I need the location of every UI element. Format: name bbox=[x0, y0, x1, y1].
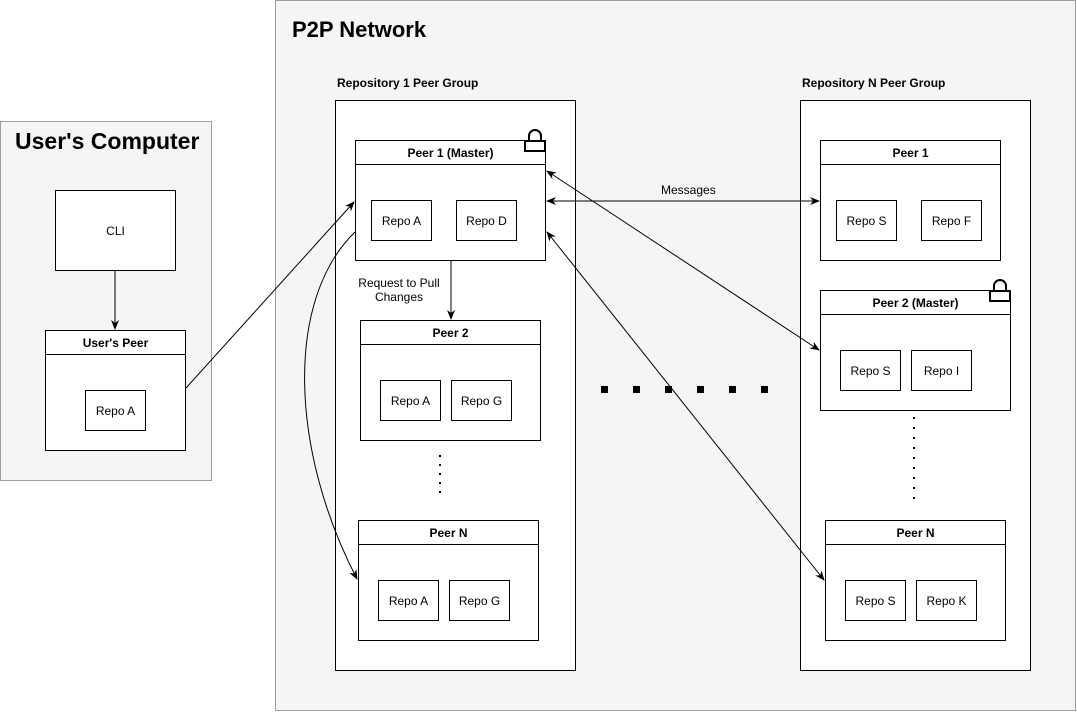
groupN-peer2-title: Peer 2 (Master) bbox=[821, 291, 1010, 315]
repo-box[interactable]: Repo D bbox=[456, 200, 517, 241]
request-pull-label: Request to Pull Changes bbox=[354, 276, 444, 304]
repo-box[interactable]: Repo S bbox=[845, 580, 906, 621]
repo-box[interactable]: Repo I bbox=[911, 350, 972, 391]
repo-box[interactable]: Repo A bbox=[378, 580, 439, 621]
group1-peer2[interactable]: Peer 2 Repo A Repo G bbox=[360, 320, 541, 441]
repo-box[interactable]: Repo A bbox=[371, 200, 432, 241]
users-computer-title: User's Computer bbox=[15, 128, 200, 154]
groupN-peerN[interactable]: Peer N Repo S Repo K bbox=[825, 520, 1006, 641]
group1-peerN[interactable]: Peer N Repo A Repo G bbox=[358, 520, 539, 641]
groupN-peer2[interactable]: Peer 2 (Master) Repo S Repo I bbox=[820, 290, 1011, 411]
cli-box[interactable]: CLI bbox=[55, 190, 176, 271]
repo-box[interactable]: Repo S bbox=[836, 200, 897, 241]
repo-box[interactable]: Repo F bbox=[921, 200, 982, 241]
groupN-label: Repository N Peer Group bbox=[802, 76, 946, 90]
group1-peer1[interactable]: Peer 1 (Master) Repo A Repo D bbox=[355, 140, 546, 261]
group1-peer1-title: Peer 1 (Master) bbox=[356, 141, 545, 165]
repo-box[interactable]: Repo G bbox=[451, 380, 512, 421]
messages-label: Messages bbox=[661, 183, 716, 197]
group1-peer2-title: Peer 2 bbox=[361, 321, 540, 345]
group1-peerN-title: Peer N bbox=[359, 521, 538, 545]
repo-box[interactable]: Repo K bbox=[916, 580, 977, 621]
groupN-peer1[interactable]: Peer 1 Repo S Repo F bbox=[820, 140, 1001, 261]
groupN-peerN-title: Peer N bbox=[826, 521, 1005, 545]
repo-box[interactable]: Repo A bbox=[85, 390, 146, 431]
p2p-network-title: P2P Network bbox=[292, 17, 427, 42]
repo-box[interactable]: Repo G bbox=[449, 580, 510, 621]
users-peer-title: User's Peer bbox=[46, 331, 185, 355]
group1-label: Repository 1 Peer Group bbox=[337, 76, 479, 90]
repo-box[interactable]: Repo S bbox=[840, 350, 901, 391]
users-peer[interactable]: User's Peer Repo A bbox=[45, 330, 186, 451]
repo-box[interactable]: Repo A bbox=[380, 380, 441, 421]
groupN-peer1-title: Peer 1 bbox=[821, 141, 1000, 165]
